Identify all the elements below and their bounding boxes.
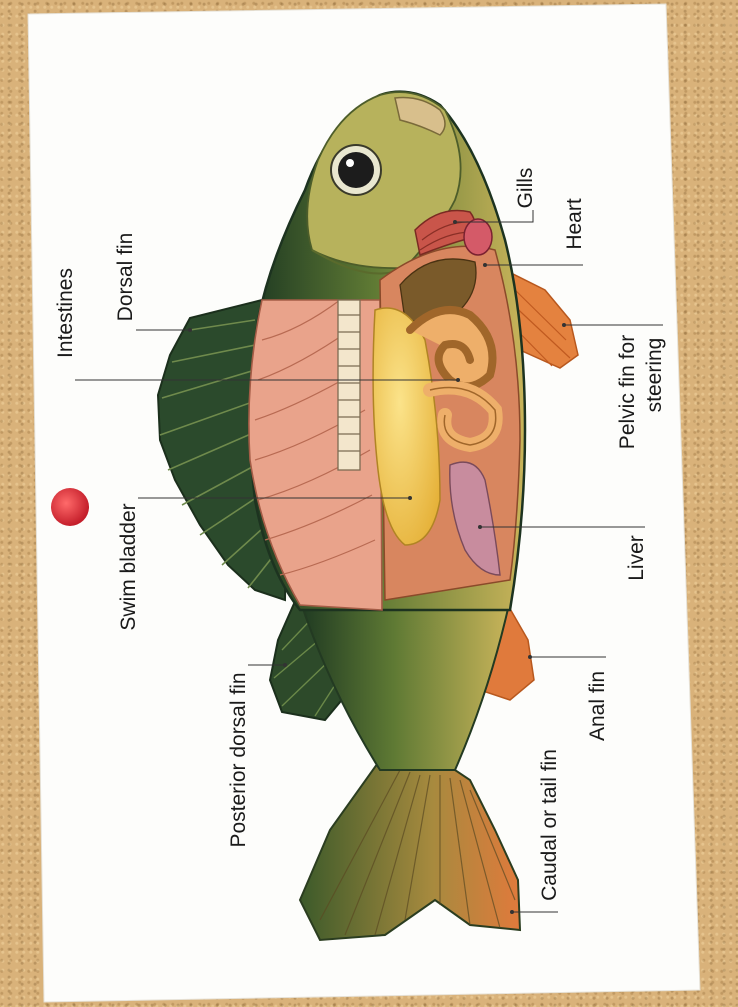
dot-swim-bladder: [408, 496, 412, 500]
dot-liver: [478, 525, 482, 529]
dot-intestines: [456, 378, 460, 382]
dot-pelvic-fin: [562, 323, 566, 327]
dot-caudal-fin: [510, 910, 514, 914]
label-gills: Gills: [514, 168, 537, 209]
eye-icon: [331, 145, 381, 195]
heart-shape: [464, 219, 492, 255]
dot-heart: [483, 263, 487, 267]
dot-anal-fin: [528, 655, 532, 659]
dot-posterior-dorsal-fin: [283, 663, 287, 667]
label-caudal-fin: Caudal or tail fin: [538, 749, 561, 901]
spine: [338, 300, 360, 470]
label-swim-bladder: Swim bladder: [117, 503, 140, 630]
label-dorsal-fin: Dorsal fin: [114, 233, 137, 322]
label-heart: Heart: [563, 198, 586, 250]
dot-gills: [453, 220, 457, 224]
label-intestines: Intestines: [54, 268, 77, 358]
label-pelvic-fin-line2: steering: [643, 338, 666, 413]
label-posterior-dorsal-fin: Posterior dorsal fin: [227, 672, 250, 847]
label-liver: Liver: [625, 535, 648, 581]
dot-dorsal-fin: [188, 328, 192, 332]
label-pelvic-fin-line1: Pelvic fin for: [616, 335, 639, 449]
label-anal-fin: Anal fin: [586, 671, 609, 741]
push-pin-icon: [51, 488, 89, 526]
